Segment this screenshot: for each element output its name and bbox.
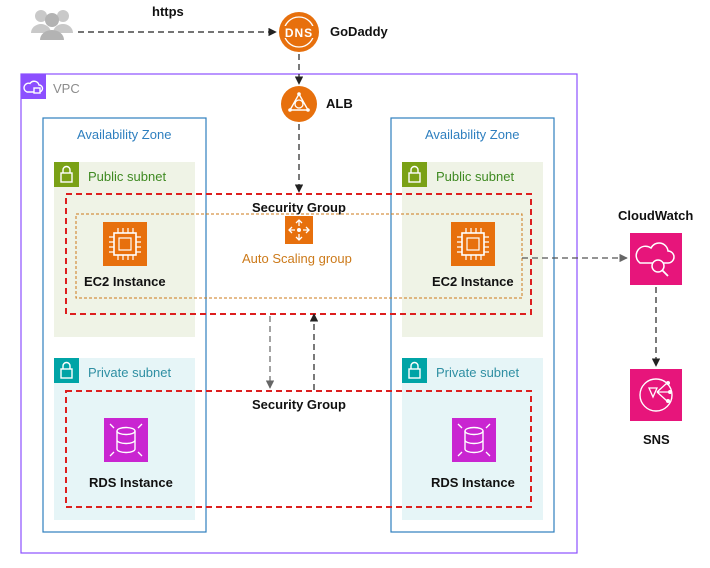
auto-scaling-group-label: Auto Scaling group: [242, 251, 352, 266]
security-group-public: [65, 193, 532, 315]
availability-zone-right: [390, 117, 555, 533]
alb-label: ALB: [326, 96, 353, 111]
sns-label: SNS: [643, 432, 670, 447]
rds-instance-label: RDS Instance: [89, 475, 173, 490]
https-label: https: [152, 4, 184, 19]
availability-zone-label: Availability Zone: [425, 127, 520, 142]
security-group-private: [65, 390, 532, 508]
cloudwatch-icon: [630, 233, 682, 285]
rds-instance-label: RDS Instance: [431, 475, 515, 490]
public-subnet-lock-icon: [54, 162, 79, 187]
cloudwatch-label: CloudWatch: [618, 208, 694, 223]
public-subnet-label: Public subnet: [436, 169, 515, 184]
security-group-label: Security Group: [252, 200, 346, 215]
private-subnet-lock-icon: [402, 358, 427, 383]
private-subnet-label: Private subnet: [88, 365, 172, 380]
private-subnet-lock-icon: [54, 358, 79, 383]
cloud-lock-icon: [23, 80, 44, 94]
security-group-label: Security Group: [252, 397, 346, 412]
public-subnet-lock-icon: [402, 162, 427, 187]
rds-instance-icon: [104, 418, 148, 462]
ec2-instance-label: EC2 Instance: [84, 274, 166, 289]
godaddy-label: GoDaddy: [330, 24, 388, 39]
ec2-instance-label: EC2 Instance: [432, 274, 514, 289]
auto-scaling-group-boundary: [75, 213, 523, 299]
dns-icon-text: DNS: [285, 26, 313, 40]
private-subnet-label: Private subnet: [436, 365, 520, 380]
users-icon: [31, 10, 73, 40]
availability-zone-label: Availability Zone: [77, 127, 172, 142]
vpc-label: VPC: [53, 81, 80, 96]
rds-instance-icon: [452, 418, 496, 462]
ec2-instance-icon: [103, 222, 147, 266]
sns-icon: [630, 369, 682, 421]
availability-zone-left: [42, 117, 207, 533]
auto-scaling-icon: [285, 216, 313, 244]
public-subnet-label: Public subnet: [88, 169, 167, 184]
load-balancer-icon: [281, 86, 317, 122]
ec2-instance-icon: [451, 222, 495, 266]
dns-icon: DNS: [279, 12, 319, 52]
